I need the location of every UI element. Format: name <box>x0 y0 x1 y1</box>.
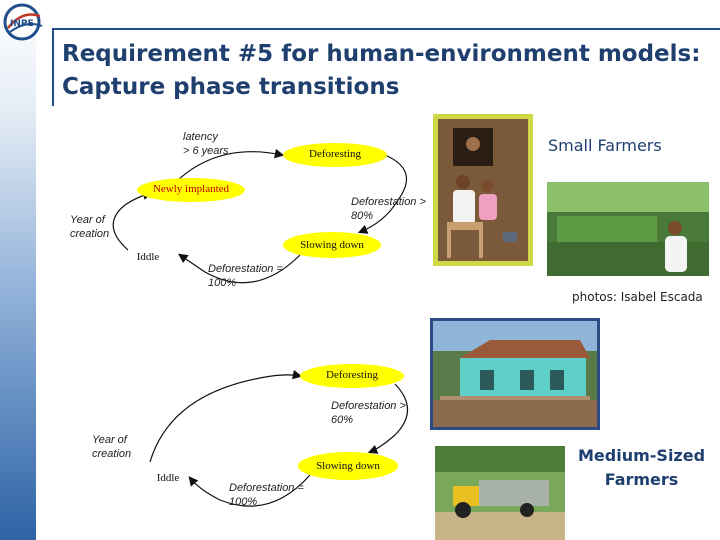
arrow-deforesting-to-slowing <box>357 154 407 234</box>
label-deforestation-80: Deforestation > 80% <box>351 195 426 223</box>
label-deforestation-60: Deforestation > 60% <box>331 399 406 427</box>
sidebar-gradient <box>0 0 36 540</box>
arrow-iddle-to-deforesting-bottom <box>149 369 303 463</box>
deforestation-60-line1: Deforestation > <box>331 400 406 412</box>
arrow-slowing-to-iddle-bottom <box>188 474 311 507</box>
title-line-1: Requirement #5 for human-environment mod… <box>62 41 701 67</box>
logo-text: INPE <box>10 19 34 29</box>
title-rule <box>52 28 720 30</box>
state-newly-implanted: Newly implanted <box>137 178 245 202</box>
label-year-of-creation-bottom: Year of creation <box>92 433 131 461</box>
title-vertical-rule <box>52 28 54 106</box>
deforestation-80-line2: 80% <box>351 210 374 222</box>
caption-small-farmers: Small Farmers <box>548 136 662 155</box>
photo-small-farmer-nursery <box>547 182 709 276</box>
label-latency: latency > 6 years <box>183 130 229 158</box>
caption-medium-line2: Farmers <box>604 470 679 489</box>
slide-title: Requirement #5 for human-environment mod… <box>62 38 712 104</box>
arrow-newly-to-deforesting <box>177 148 285 181</box>
latency-text: latency <box>183 131 218 143</box>
title-line-2: Capture phase transitions <box>62 74 400 100</box>
state-deforesting-top: Deforesting <box>283 143 387 167</box>
label-deforestation-100-bottom: Deforestation = 100% <box>229 481 304 509</box>
arrow-deforesting-to-slowing-bottom <box>367 383 408 454</box>
deforestation-100-top-line2: 100% <box>208 277 237 289</box>
photo-credit: photos: Isabel Escada <box>572 290 703 304</box>
deforestation-80-line1: Deforestation > <box>351 196 426 208</box>
state-iddle-top: Iddle <box>136 251 160 263</box>
creation-text: creation <box>70 228 110 240</box>
label-year-of-creation-top: Year of creation <box>70 213 109 241</box>
label-deforestation-100-top: Deforestation = 100% <box>208 262 283 290</box>
latency-value: > 6 years <box>183 145 229 157</box>
deforestation-60-line2: 60% <box>331 414 354 426</box>
state-deforesting-bottom: Deforesting <box>300 364 404 388</box>
caption-medium-farmers: Medium-Sized Farmers <box>578 444 705 492</box>
caption-medium-line1: Medium-Sized <box>578 446 706 465</box>
state-slowing-down-bottom: Slowing down <box>298 452 398 480</box>
deforestation-100-bottom-line1: Deforestation = <box>229 482 304 494</box>
photo-small-farmer-family <box>433 114 533 266</box>
inpe-logo: INPE <box>0 0 50 46</box>
year-of-text-bottom: Year of <box>92 434 127 446</box>
state-iddle-bottom: Iddle <box>156 472 180 484</box>
deforestation-100-bottom-line2: 100% <box>229 496 258 508</box>
arrow-iddle-to-newly <box>112 190 153 251</box>
photo-medium-farm-house <box>430 318 600 430</box>
state-slowing-down-top: Slowing down <box>283 232 381 258</box>
year-of-text: Year of <box>70 214 105 226</box>
arrow-slowing-to-iddle <box>178 253 301 284</box>
photo-medium-farm-tractor <box>435 446 565 540</box>
creation-text-bottom: creation <box>92 448 132 460</box>
deforestation-100-top-line1: Deforestation = <box>208 263 283 275</box>
